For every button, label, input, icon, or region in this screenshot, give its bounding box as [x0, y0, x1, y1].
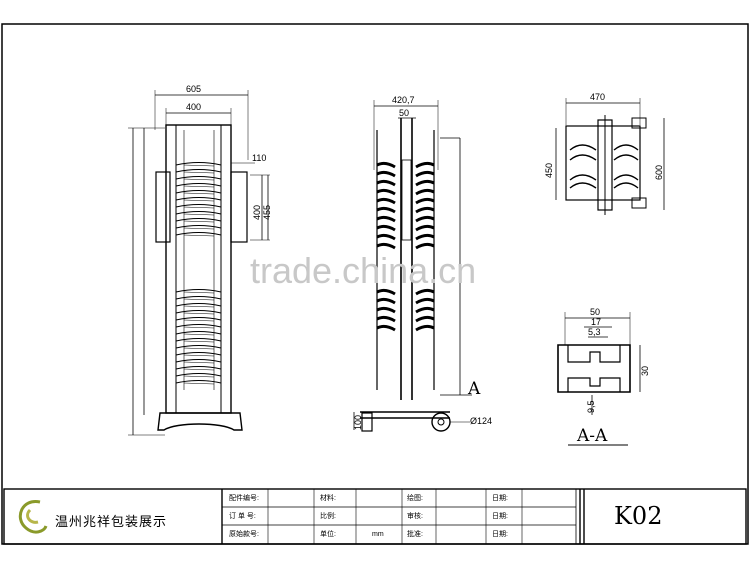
cell-part-number: 配件编号:	[229, 495, 259, 502]
dim-front-400: 400	[186, 102, 201, 112]
drawing-code: K02	[614, 502, 663, 530]
dim-side-wheel: Ø124	[470, 416, 492, 426]
dim-side-100: 100	[353, 415, 363, 430]
cell-unit-value: mm	[372, 531, 384, 538]
section-view	[557, 312, 641, 446]
watermark: trade.china.cn	[250, 250, 477, 291]
dim-sec-50: 50	[590, 307, 600, 317]
cell-drawn: 绘图:	[407, 495, 423, 502]
cell-date-1: 日期:	[492, 495, 508, 502]
company-name: 温州兆祥包装展示	[55, 515, 168, 530]
section-label: A-A	[576, 426, 608, 446]
top-view	[555, 98, 665, 215]
company-logo	[18, 500, 48, 534]
title-block	[3, 488, 747, 545]
dim-top-600: 600	[654, 165, 664, 180]
dim-front-110: 110	[252, 153, 266, 163]
dim-top-470: 470	[590, 92, 605, 102]
dim-sec-9-5: 9,5	[586, 400, 596, 413]
cell-order-number: 订 单 号:	[229, 513, 256, 520]
dim-top-450: 450	[544, 163, 554, 178]
dim-sec-17: 17	[591, 317, 601, 327]
cell-scale: 比例:	[320, 513, 336, 520]
cell-original-model: 原始款号:	[229, 531, 259, 538]
dim-sec-30: 30	[640, 366, 650, 376]
side-view-hooks	[376, 161, 435, 332]
dim-sec-5-3: 5,3	[588, 327, 601, 337]
cell-material: 材料:	[320, 495, 336, 502]
dim-side-420-7: 420,7	[392, 95, 415, 105]
cell-checked: 审核:	[407, 513, 423, 520]
section-mark-a: A	[467, 379, 481, 399]
front-view-hooks	[175, 162, 222, 385]
cell-date-3: 日期:	[492, 531, 508, 538]
cell-date-2: 日期:	[492, 513, 508, 520]
dim-front-400v: 400	[252, 205, 262, 220]
dim-side-50: 50	[399, 108, 409, 118]
cell-approved: 批准:	[407, 531, 423, 538]
dim-front-455v: 455	[262, 205, 272, 220]
dim-front-605: 605	[186, 84, 201, 94]
cell-unit: 单位:	[320, 531, 336, 538]
